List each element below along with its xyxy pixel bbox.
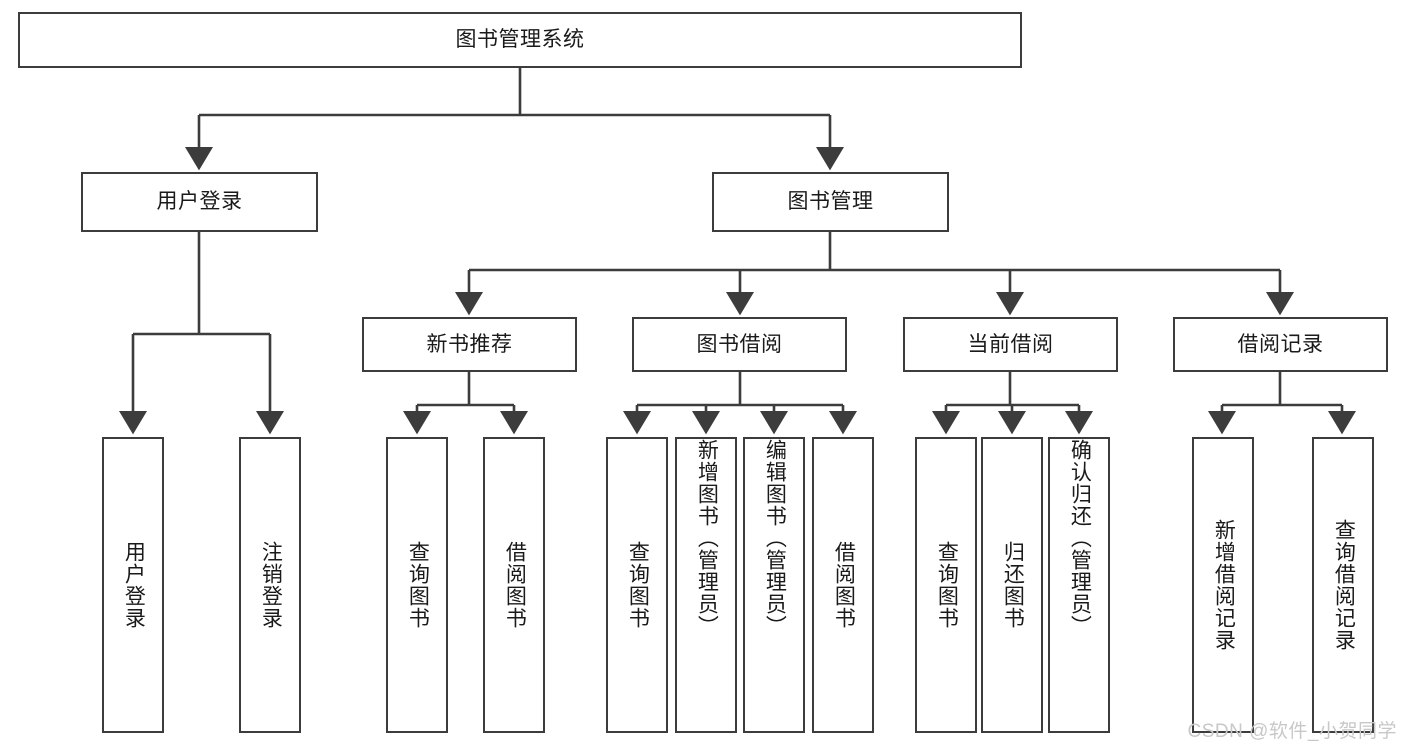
- leaf-label: 借阅图书: [503, 541, 527, 629]
- leaf-label: 借阅图书: [832, 541, 856, 629]
- leaf-borrow-borrow-book[interactable]: 借阅图书: [812, 437, 874, 733]
- leaf-current-confirm-return[interactable]: 确认归还（管理员）: [1048, 437, 1110, 733]
- leaf-label: 确认归还（管理员）: [1068, 439, 1092, 637]
- leaf-label: 归还图书: [1001, 541, 1025, 629]
- leaf-label: 查询图书: [626, 541, 650, 629]
- node-book-management[interactable]: 图书管理: [712, 172, 949, 232]
- node-new-book-recommend[interactable]: 新书推荐: [362, 317, 577, 372]
- leaf-label: 新增借阅记录: [1212, 519, 1236, 651]
- node-current-borrow-label: 当前借阅: [967, 332, 1054, 356]
- leaf-record-add[interactable]: 新增借阅记录: [1192, 437, 1254, 733]
- leaf-borrow-add-book[interactable]: 新增图书（管理员）: [675, 437, 737, 733]
- leaf-borrow-query-book[interactable]: 查询图书: [606, 437, 668, 733]
- leaf-label: 用户登录: [122, 541, 146, 629]
- leaf-current-return-book[interactable]: 归还图书: [981, 437, 1043, 733]
- leaf-user-login-logout[interactable]: 注销登录: [239, 437, 301, 733]
- node-book-management-label: 图书管理: [787, 190, 874, 214]
- node-borrow-record[interactable]: 借阅记录: [1173, 317, 1388, 372]
- leaf-label: 查询图书: [406, 541, 430, 629]
- leaf-new-book-borrow[interactable]: 借阅图书: [483, 437, 545, 733]
- node-user-login[interactable]: 用户登录: [81, 172, 318, 232]
- node-current-borrow[interactable]: 当前借阅: [903, 317, 1118, 372]
- node-book-borrow[interactable]: 图书借阅: [632, 317, 847, 372]
- leaf-label: 查询借阅记录: [1332, 519, 1356, 651]
- node-new-book-recommend-label: 新书推荐: [426, 332, 513, 356]
- node-borrow-record-label: 借阅记录: [1237, 332, 1324, 356]
- leaf-label: 查询图书: [935, 541, 959, 629]
- node-book-borrow-label: 图书借阅: [696, 332, 783, 356]
- leaf-label: 注销登录: [259, 541, 283, 629]
- node-user-login-label: 用户登录: [156, 190, 243, 214]
- leaf-borrow-edit-book[interactable]: 编辑图书（管理员）: [743, 437, 805, 733]
- leaf-user-login-login[interactable]: 用户登录: [102, 437, 164, 733]
- leaf-current-query-book[interactable]: 查询图书: [915, 437, 977, 733]
- leaf-label: 新增图书（管理员）: [695, 439, 719, 637]
- leaf-label: 编辑图书（管理员）: [763, 439, 787, 637]
- node-root[interactable]: 图书管理系统: [18, 12, 1022, 68]
- leaf-new-book-query[interactable]: 查询图书: [386, 437, 448, 733]
- node-root-label: 图书管理系统: [455, 28, 585, 52]
- leaf-record-query[interactable]: 查询借阅记录: [1312, 437, 1374, 733]
